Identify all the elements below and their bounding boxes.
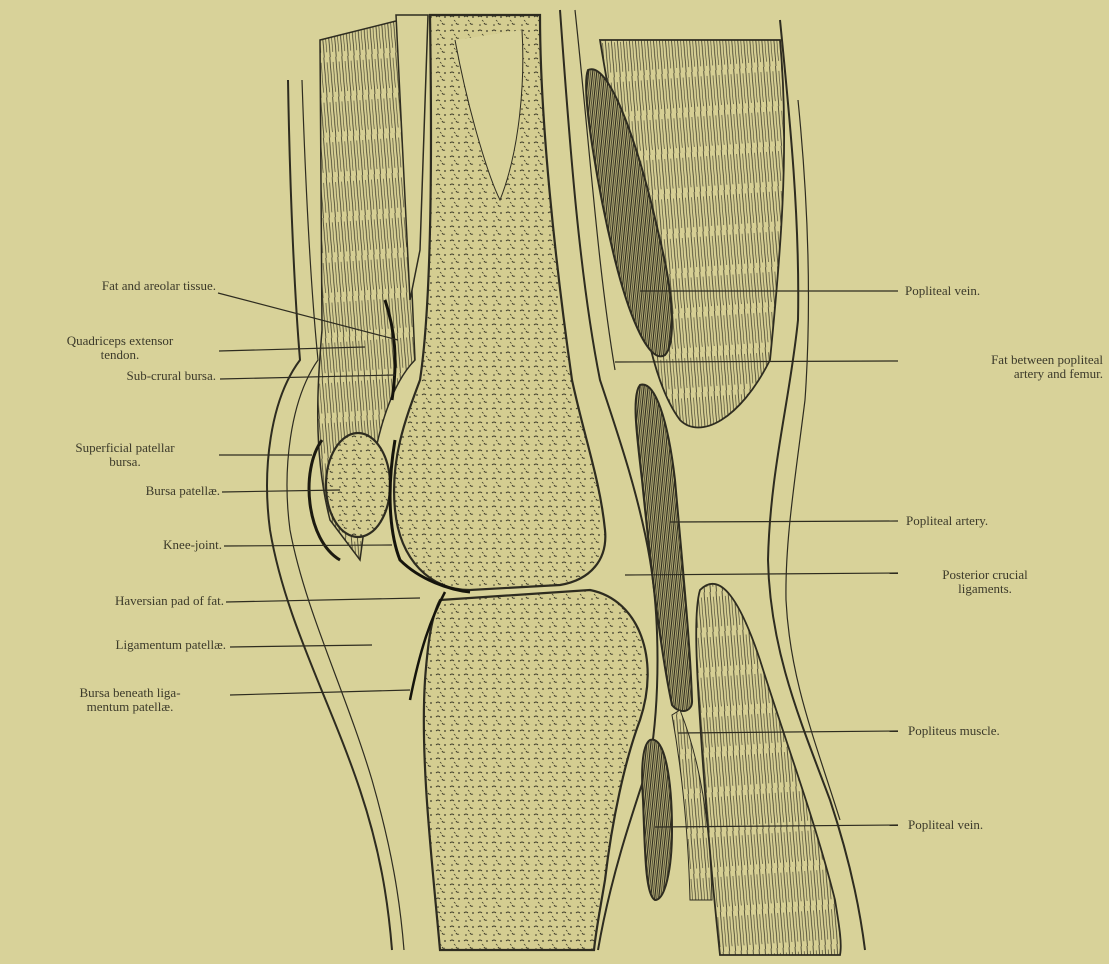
label-bursa-beneath-ligamentum-patellae: Bursa beneath liga-mentum patellæ. bbox=[30, 686, 230, 714]
label-bursa-patellae: Bursa patellæ. bbox=[146, 484, 220, 498]
label-sub-crural-bursa: Sub-crural bursa. bbox=[126, 369, 216, 383]
label-popliteal-vein-upper: Popliteal vein. bbox=[905, 284, 980, 298]
label-knee-joint: Knee-joint. bbox=[163, 538, 222, 552]
label-popliteal-artery: Popliteal artery. bbox=[906, 514, 988, 528]
label-fat-areolar-tissue: Fat and areolar tissue. bbox=[102, 279, 216, 293]
label-popliteus-muscle: Popliteus muscle. bbox=[908, 724, 1000, 738]
label-popliteal-vein-lower: Popliteal vein. bbox=[908, 818, 983, 832]
label-haversian-pad-of-fat: Haversian pad of fat. bbox=[115, 594, 224, 608]
label-ligamentum-patellae: Ligamentum patellæ. bbox=[116, 638, 226, 652]
